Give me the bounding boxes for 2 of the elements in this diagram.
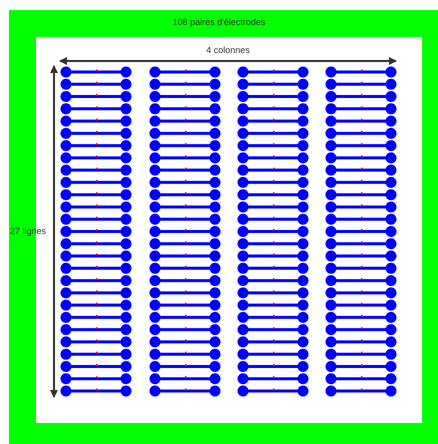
title: 108 paires d'électrodes: [172, 17, 266, 27]
dimension-label: 4 colonnes: [205, 45, 251, 55]
